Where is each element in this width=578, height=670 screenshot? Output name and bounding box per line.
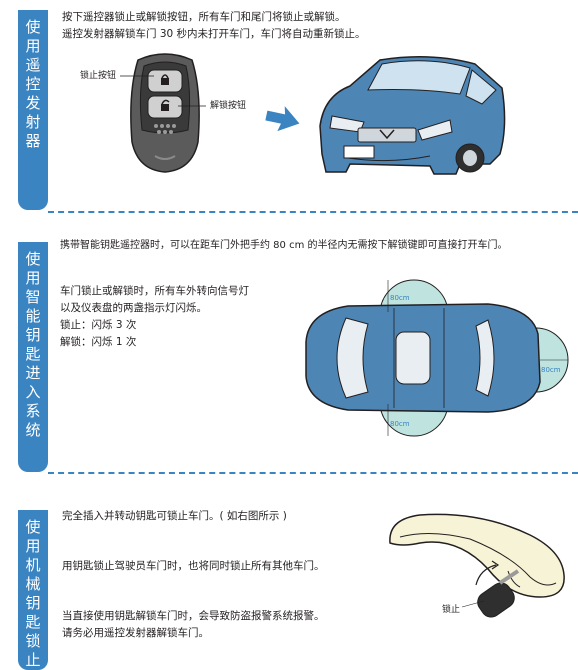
smart-key-desc2: 以及仪表盘的两盏指示灯闪烁。 xyxy=(60,302,207,314)
zone-radius-label-bottom: 80cm xyxy=(390,420,410,428)
tab-char: 止 xyxy=(25,651,41,669)
smart-key-lock-flash: 锁止：闪烁 3 次 xyxy=(60,319,137,331)
tab-char: 使 xyxy=(25,250,41,268)
tab-char: 械 xyxy=(25,575,41,593)
tab-char: 系 xyxy=(25,402,41,420)
smart-key-intro: 携带智能钥匙遥控器时，可以在距车门外把手约 80 cm 的半径内无需按下解锁键即… xyxy=(60,240,508,251)
section-divider xyxy=(48,472,578,474)
mechanical-key-line1: 完全插入并转动钥匙可锁止车门。( 如右图所示 ) xyxy=(62,510,287,522)
unlock-button-leader-line xyxy=(178,105,206,107)
tab-char: 发 xyxy=(25,94,41,112)
tab-char: 匙 xyxy=(25,345,41,363)
tab-char: 能 xyxy=(25,307,41,325)
tab-char: 匙 xyxy=(25,613,41,631)
mechanical-key-line4: 请务必用遥控发射器解锁车门。 xyxy=(62,627,209,639)
tab-char: 进 xyxy=(25,364,41,382)
mechanical-key-line3: 当直接使用钥匙解锁车门时，会导致防盗报警系统报警。 xyxy=(62,610,325,622)
tab-char: 智 xyxy=(25,288,41,306)
tab-char: 用 xyxy=(25,537,41,555)
key-lock-label: 锁止 xyxy=(442,605,461,615)
section-tab-smart-key: 使用智能钥匙进入系统 xyxy=(18,242,48,472)
section-tab-mechanical-key: 使用机械钥匙锁止 xyxy=(18,510,48,670)
tab-char: 使 xyxy=(25,18,41,36)
suv-front-illustration xyxy=(319,56,506,175)
tab-char: 使 xyxy=(25,518,41,536)
tab-char: 器 xyxy=(25,132,41,150)
unlock-button-label: 解锁按钮 xyxy=(210,101,247,111)
door-handle-key-illustration xyxy=(389,513,565,618)
remote-text-line2: 遥控发射器解锁车门 30 秒内未打开车门，车门将自动重新锁止。 xyxy=(62,28,366,40)
mechanical-key-line2: 用钥匙锁止驾驶员车门时，也将同时锁止所有其他车门。 xyxy=(62,560,325,572)
tab-char: 入 xyxy=(25,383,41,401)
tab-char: 射 xyxy=(25,113,41,131)
tab-char: 控 xyxy=(25,75,41,93)
section-divider xyxy=(48,211,578,213)
tab-char: 钥 xyxy=(25,594,41,612)
tab-char: 机 xyxy=(25,556,41,574)
lock-button-label: 锁止按钮 xyxy=(80,71,117,81)
tab-char: 钥 xyxy=(25,326,41,344)
arrow-icon xyxy=(265,106,300,132)
smart-key-unlock-flash: 解锁：闪烁 1 次 xyxy=(60,336,137,348)
smart-key-desc1: 车门锁止或解锁时，所有车外转向信号灯 xyxy=(60,285,249,297)
car-top-view-illustration xyxy=(305,279,569,437)
tab-char: 统 xyxy=(25,421,41,439)
tab-char: 用 xyxy=(25,269,41,287)
remote-text-line1: 按下遥控器锁止或解锁按钮，所有车门和尾门将锁止或解锁。 xyxy=(62,11,346,23)
tab-char: 用 xyxy=(25,37,41,55)
zone-radius-label-rear: 80cm xyxy=(541,366,561,374)
lock-button-leader-line xyxy=(120,75,154,77)
tab-char: 遥 xyxy=(25,56,41,74)
tab-char: 锁 xyxy=(25,632,41,650)
section-tab-remote: 使用遥控发射器 xyxy=(18,10,48,210)
remote-key-fob-illustration xyxy=(130,53,200,173)
zone-radius-label-top: 80cm xyxy=(390,294,410,302)
